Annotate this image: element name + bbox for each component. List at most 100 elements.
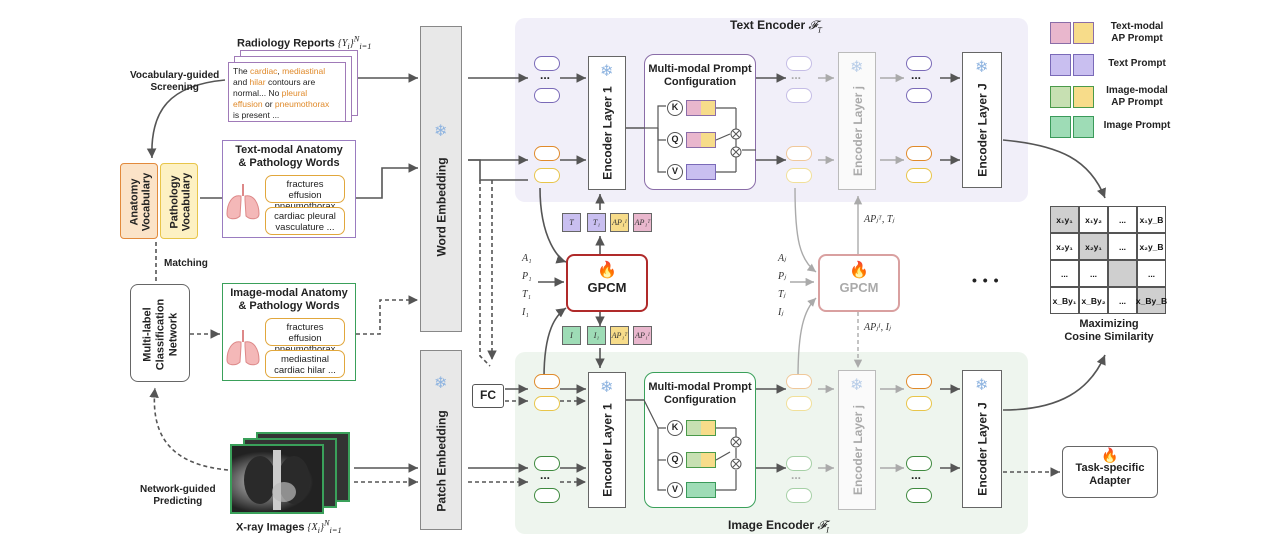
frozen-icon: ❄: [600, 63, 614, 80]
matrix-cell: x_By_B: [1136, 287, 1167, 314]
text-ap-oval: [906, 146, 932, 161]
image-ap-oval: [534, 396, 560, 411]
trainable-icon: 🔥: [849, 262, 869, 279]
text-token-oval: [534, 56, 560, 71]
ap-prompt-token: AP₁ᴵ: [610, 213, 629, 232]
big-ellipsis: • • •: [972, 272, 1000, 288]
report-line: normal... No pleural: [233, 88, 341, 99]
report-fragment: contours are: [265, 77, 316, 87]
ap-prompt-token: AP₁ᴵ: [633, 326, 652, 345]
ellipsis: ...: [911, 68, 922, 82]
matching-label: Matching: [164, 258, 208, 269]
frozen-icon: ❄: [434, 123, 448, 140]
word-embedding-block: ❄ Word Embedding: [420, 26, 462, 332]
gpcm-j-image-output: APⱼᴵ, Iⱼ: [864, 322, 891, 333]
text-ap-prompt-k: [686, 100, 716, 116]
image-word-pill-1: fractures effusionpneumothorax: [265, 318, 345, 355]
report-line: effusion or pneumothorax: [233, 99, 341, 110]
value-node: V: [667, 164, 683, 180]
text-ap-oval-faded: [786, 168, 812, 183]
image-encoder-layer-J: ❄ Encoder Layer J: [962, 370, 1002, 508]
image-token-oval: [906, 456, 932, 471]
matrix-cell: ...: [1137, 260, 1166, 287]
matrix-cell: [1108, 260, 1137, 287]
text-prompt-token: T: [562, 213, 581, 232]
image-encoder-layer-1: ❄ Encoder Layer 1: [588, 372, 626, 508]
frozen-icon: ❄: [434, 375, 448, 392]
text-kqv-diagram: [644, 105, 756, 173]
matrix-cell: x₂y₁: [1079, 233, 1108, 260]
report-line: and hilar contours are: [233, 77, 341, 88]
ellipsis: ...: [791, 68, 802, 82]
text-encoder-title: Text Encoder 𝓕T: [730, 18, 822, 35]
text-token-oval: [906, 88, 932, 103]
legend-label: Image Prompt: [1103, 120, 1171, 131]
report-fragment: normal... No: [233, 88, 282, 98]
query-node: Q: [667, 132, 683, 148]
report-fragment: mediastinal: [282, 66, 326, 76]
legend-swatch: [1050, 86, 1094, 108]
query-node: Q: [667, 452, 683, 468]
report-line: is present ...: [233, 110, 341, 121]
report-line: The cardiac, mediastinal: [233, 66, 341, 77]
report-fragment: cardiac: [250, 66, 278, 76]
gpcm-j-text-output: APⱼᵀ, Tⱼ: [864, 214, 895, 225]
legend-swatch: [1050, 22, 1094, 44]
ellipsis: ...: [540, 468, 551, 482]
image-token-oval: [534, 488, 560, 503]
ellipsis: ...: [911, 468, 922, 482]
image-prompt-token: I₁: [587, 326, 606, 345]
key-node: K: [667, 420, 683, 436]
frozen-icon: ❄: [850, 59, 864, 76]
lungs-icon: [226, 184, 260, 220]
image-token-oval-faded: [786, 456, 812, 471]
fc-block: FC: [472, 384, 504, 408]
text-token-oval-faded: [786, 88, 812, 103]
text-prompt-v: [686, 164, 716, 180]
matrix-cell: x_By₂: [1079, 287, 1108, 314]
text-ap-prompt-q: [686, 132, 716, 148]
xray-images-title: X-ray Images {Xi}Ni=1: [236, 519, 342, 536]
lungs-icon: [226, 330, 260, 366]
image-ap-oval-faded: [786, 396, 812, 411]
image-ap-oval: [906, 374, 932, 389]
report-fragment: pleural: [281, 88, 308, 98]
legend-swatch: [1050, 54, 1094, 76]
ap-prompt-token: AP₁ᵀ: [633, 213, 652, 232]
text-token-oval: [906, 56, 932, 71]
text-word-pill-1: fractures effusionpneumothorax ...: [265, 175, 345, 223]
image-prompt-v: [686, 482, 716, 498]
text-ap-oval: [534, 168, 560, 183]
matrix-cell: ...: [1108, 206, 1137, 233]
text-ap-oval: [534, 146, 560, 161]
text-ap-oval: [906, 168, 932, 183]
frozen-icon: ❄: [975, 377, 989, 394]
key-node: K: [667, 100, 683, 116]
matrix-cell: x₂y_B: [1137, 233, 1166, 260]
image-ap-oval: [906, 396, 932, 411]
matrix-cell: x₂y₁: [1050, 233, 1079, 260]
text-encoder-layer-1: ❄ Encoder Layer 1: [588, 56, 626, 190]
text-ap-oval-faded: [786, 146, 812, 161]
matrix-cell: ...: [1108, 287, 1137, 314]
ellipsis: ...: [791, 468, 802, 482]
gpcm-j-block: 🔥 GPCM: [818, 254, 900, 312]
text-prompt-token: T₁: [587, 213, 606, 232]
text-encoder-layer-J: ❄ Encoder Layer J: [962, 52, 1002, 188]
report-fragment: effusion: [233, 99, 263, 109]
image-ap-prompt-k: [686, 420, 716, 436]
image-token-oval-faded: [786, 488, 812, 503]
image-ap-prompt-q: [686, 452, 716, 468]
text-token-oval-faded: [786, 56, 812, 71]
frozen-icon: ❄: [975, 59, 989, 76]
